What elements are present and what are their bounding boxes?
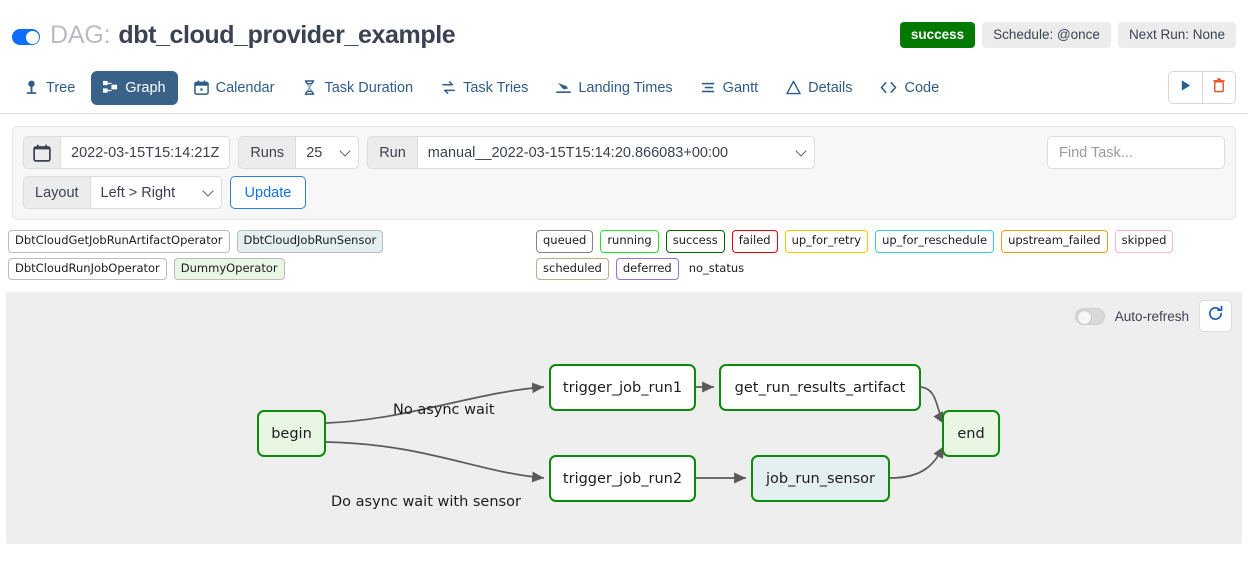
tab-task-tries[interactable]: Task Tries xyxy=(429,71,540,105)
tab-label: Landing Times xyxy=(578,79,673,96)
refresh-icon xyxy=(1207,305,1224,327)
task-node-get-run-results-artifact[interactable]: get_run_results_artifact xyxy=(719,364,921,411)
dag-label: DAG: xyxy=(50,20,111,49)
tree-icon xyxy=(24,80,39,95)
task-node-trigger-job-run1[interactable]: trigger_job_run1 xyxy=(549,364,696,411)
dag-graph-panel[interactable]: Auto-refresh begin trigger_job_run1 get_… xyxy=(6,292,1242,544)
tab-landing-times[interactable]: Landing Times xyxy=(544,71,684,105)
tab-calendar[interactable]: Calendar xyxy=(182,71,287,105)
auto-refresh-label: Auto-refresh xyxy=(1114,308,1189,324)
state-legend: queued running success failed up_for_ret… xyxy=(536,230,1242,280)
state-chip-deferred[interactable]: deferred xyxy=(615,257,679,280)
retry-icon xyxy=(441,80,456,95)
runs-label: Runs xyxy=(238,136,296,169)
dag-header: DAG: dbt_cloud_provider_example success … xyxy=(0,0,1248,62)
state-chip-success[interactable]: success xyxy=(665,230,725,253)
state-chip-upstream-failed[interactable]: upstream_failed xyxy=(1001,230,1108,253)
operator-legend: DbtCloudGetJobRunArtifactOperator DbtClo… xyxy=(6,230,536,280)
calendar-icon xyxy=(193,80,209,95)
trigger-dag-button[interactable] xyxy=(1168,71,1202,104)
task-node-begin[interactable]: begin xyxy=(257,410,326,457)
state-chip-scheduled[interactable]: scheduled xyxy=(536,257,609,280)
tab-label: Task Tries xyxy=(463,79,529,96)
controls-row-top: 2022-03-15T15:14:21Z Runs 25 Run manual_… xyxy=(23,136,1225,169)
operator-chip[interactable]: DummyOperator xyxy=(173,257,285,280)
tab-label: Calendar xyxy=(215,79,275,96)
state-chip-queued[interactable]: queued xyxy=(536,230,594,253)
tab-label: Details xyxy=(808,79,853,96)
tab-code[interactable]: Code xyxy=(868,71,951,105)
legend-bar: DbtCloudGetJobRunArtifactOperator DbtClo… xyxy=(0,220,1248,288)
tab-label: Graph xyxy=(125,79,166,96)
runs-group: Runs 25 xyxy=(238,136,360,169)
run-label: Run xyxy=(367,136,417,169)
delete-dag-button[interactable] xyxy=(1202,71,1236,104)
tab-gantt[interactable]: Gantt xyxy=(689,71,770,105)
graph-toolbar: Auto-refresh xyxy=(1074,300,1232,332)
layout-group: Layout Left > Right xyxy=(23,176,222,209)
tab-task-duration[interactable]: Task Duration xyxy=(290,71,425,105)
play-icon xyxy=(1179,79,1192,97)
state-chip-up-for-reschedule[interactable]: up_for_reschedule xyxy=(875,230,995,253)
run-group: Run manual__2022-03-15T15:14:20.866083+0… xyxy=(367,136,815,169)
warning-triangle-icon xyxy=(786,80,801,95)
trash-icon xyxy=(1212,77,1226,98)
controls-row-bottom: Layout Left > Right Update xyxy=(23,176,1225,209)
tab-label: Task Duration xyxy=(324,79,414,96)
state-chip-running[interactable]: running xyxy=(600,230,659,253)
hourglass-icon xyxy=(302,80,317,95)
update-button[interactable]: Update xyxy=(229,176,307,209)
state-chip-no-status[interactable]: no_status xyxy=(688,260,745,275)
dag-actions xyxy=(1168,71,1236,104)
execution-date-input[interactable]: 2022-03-15T15:14:21Z xyxy=(60,136,231,169)
operator-chip[interactable]: DbtCloudRunJobOperator xyxy=(8,257,167,280)
run-select[interactable]: manual__2022-03-15T15:14:20.866083+00:00 xyxy=(416,136,815,169)
tab-label: Code xyxy=(904,79,940,96)
tab-graph[interactable]: Graph xyxy=(91,70,178,105)
task-node-trigger-job-run2[interactable]: trigger_job_run2 xyxy=(549,455,696,502)
graph-icon xyxy=(103,80,118,95)
dag-edges xyxy=(325,381,945,484)
state-chip-skipped[interactable]: skipped xyxy=(1114,230,1174,253)
calendar-icon[interactable] xyxy=(23,136,60,169)
refresh-button[interactable] xyxy=(1199,300,1232,332)
auto-refresh-toggle[interactable] xyxy=(1074,307,1105,325)
status-badge: success xyxy=(899,22,976,48)
operator-chip[interactable]: DbtCloudJobRunSensor xyxy=(236,230,384,253)
execution-date-group: 2022-03-15T15:14:21Z xyxy=(23,136,231,169)
runs-select[interactable]: 25 xyxy=(295,136,360,169)
layout-select[interactable]: Left > Right xyxy=(89,176,222,209)
task-node-end[interactable]: end xyxy=(942,410,1000,457)
landing-icon xyxy=(556,80,572,95)
find-task-input[interactable]: Find Task... xyxy=(1047,136,1225,169)
edge-label-no-async-wait: No async wait xyxy=(393,402,495,418)
tab-label: Tree xyxy=(46,79,76,96)
state-chip-up-for-retry[interactable]: up_for_retry xyxy=(784,230,869,253)
page-title: dbt_cloud_provider_example xyxy=(118,20,456,49)
view-tabbar: Tree Graph Calendar Task Duration Task T… xyxy=(0,62,1248,114)
tab-tree[interactable]: Tree xyxy=(12,71,87,105)
graph-controls: 2022-03-15T15:14:21Z Runs 25 Run manual_… xyxy=(12,126,1236,220)
gantt-icon xyxy=(701,80,716,95)
tab-label: Gantt xyxy=(722,79,759,96)
header-badges: success Schedule: @once Next Run: None xyxy=(899,22,1236,48)
schedule-badge[interactable]: Schedule: @once xyxy=(982,22,1111,48)
code-icon xyxy=(880,80,897,95)
operator-chip[interactable]: DbtCloudGetJobRunArtifactOperator xyxy=(8,230,230,253)
dag-pause-toggle[interactable] xyxy=(12,29,40,45)
next-run-badge: Next Run: None xyxy=(1117,22,1236,48)
edge-label-async-wait: Do async wait with sensor xyxy=(331,494,521,510)
state-chip-failed[interactable]: failed xyxy=(731,230,778,253)
layout-label: Layout xyxy=(23,176,90,209)
task-node-job-run-sensor[interactable]: job_run_sensor xyxy=(751,455,890,502)
tab-details[interactable]: Details xyxy=(774,71,864,105)
